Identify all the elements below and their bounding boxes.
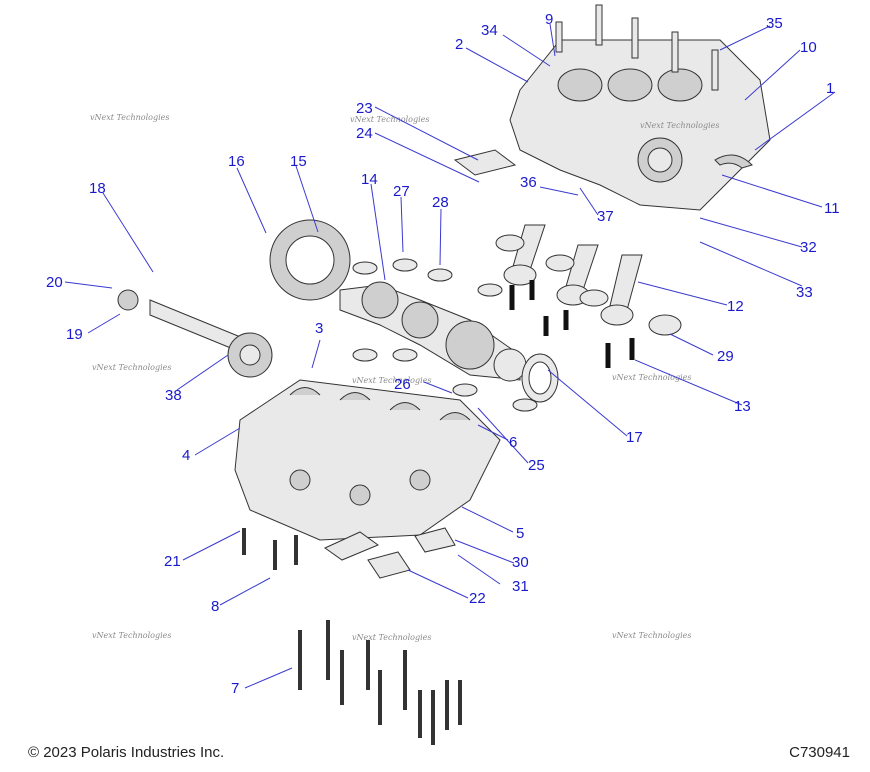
callout-15: 15: [290, 153, 307, 170]
callout-8: 8: [211, 598, 219, 615]
callout-19: 19: [66, 326, 83, 343]
callout-32: 32: [800, 239, 817, 256]
callout-23: 23: [356, 100, 373, 117]
callout-28: 28: [432, 194, 449, 211]
callout-36: 36: [520, 174, 537, 191]
drawing-number: C730941: [789, 744, 850, 761]
callout-13: 13: [734, 398, 751, 415]
callout-6: 6: [509, 434, 517, 451]
callout-31: 31: [512, 578, 529, 595]
lower-crankcase: [234, 379, 501, 541]
callout-26: 26: [394, 376, 411, 393]
watermark-text: vNext Technologies: [612, 373, 691, 382]
callout-35: 35: [766, 15, 783, 32]
callout-5: 5: [516, 525, 524, 542]
callout-16: 16: [228, 153, 245, 170]
callout-12: 12: [727, 298, 744, 315]
callout-17: 17: [626, 429, 643, 446]
watermark-text: vNext Technologies: [350, 115, 429, 124]
callout-25: 25: [528, 457, 545, 474]
gaskets: [324, 149, 517, 579]
callout-4: 4: [182, 447, 190, 464]
watermark-text: vNext Technologies: [352, 633, 431, 642]
copyright-text: © 2023 Polaris Industries Inc.: [28, 744, 225, 761]
callout-3: 3: [315, 320, 323, 337]
callout-38: 38: [165, 387, 182, 404]
watermark-text: vNext Technologies: [612, 631, 691, 640]
watermark-text: vNext Technologies: [92, 631, 171, 640]
callout-1: 1: [826, 80, 834, 97]
callout-11: 11: [824, 200, 840, 217]
callout-20: 20: [46, 274, 63, 291]
watermark-text: vNext Technologies: [92, 363, 171, 372]
watermark-text: vNext Technologies: [90, 113, 169, 122]
case-bolts: [242, 280, 635, 745]
callout-22: 22: [469, 590, 486, 607]
callout-9: 9: [545, 11, 553, 28]
leader-lines: [64, 23, 836, 689]
watermark-text: vNext Technologies: [352, 376, 431, 385]
callout-2: 2: [455, 36, 463, 53]
crankshaft: [339, 281, 527, 382]
crankshaft-seal: [521, 353, 559, 403]
watermark-text: vNext Technologies: [640, 121, 719, 130]
callout-29: 29: [717, 348, 734, 365]
callout-7: 7: [231, 680, 239, 697]
watermarks: vNext Technologies vNext Technologies vN…: [90, 113, 719, 642]
upper-crankcase: [509, 4, 771, 211]
callout-27: 27: [393, 183, 410, 200]
callout-37: 37: [597, 208, 614, 225]
callout-labels: 1 2 3 4 5 6 7 8 9 10 11 12 13 14 15 16 1…: [46, 11, 840, 697]
connecting-rods: [503, 224, 643, 326]
callout-33: 33: [796, 284, 813, 301]
callout-21: 21: [164, 553, 181, 570]
bearings: [352, 234, 682, 412]
callout-14: 14: [361, 171, 378, 188]
callout-30: 30: [512, 554, 529, 571]
callout-24: 24: [356, 125, 373, 142]
balance-shaft: [117, 289, 273, 378]
sprocket: [269, 219, 351, 301]
callout-10: 10: [800, 39, 817, 56]
callout-18: 18: [89, 180, 106, 197]
callout-34: 34: [481, 22, 498, 39]
